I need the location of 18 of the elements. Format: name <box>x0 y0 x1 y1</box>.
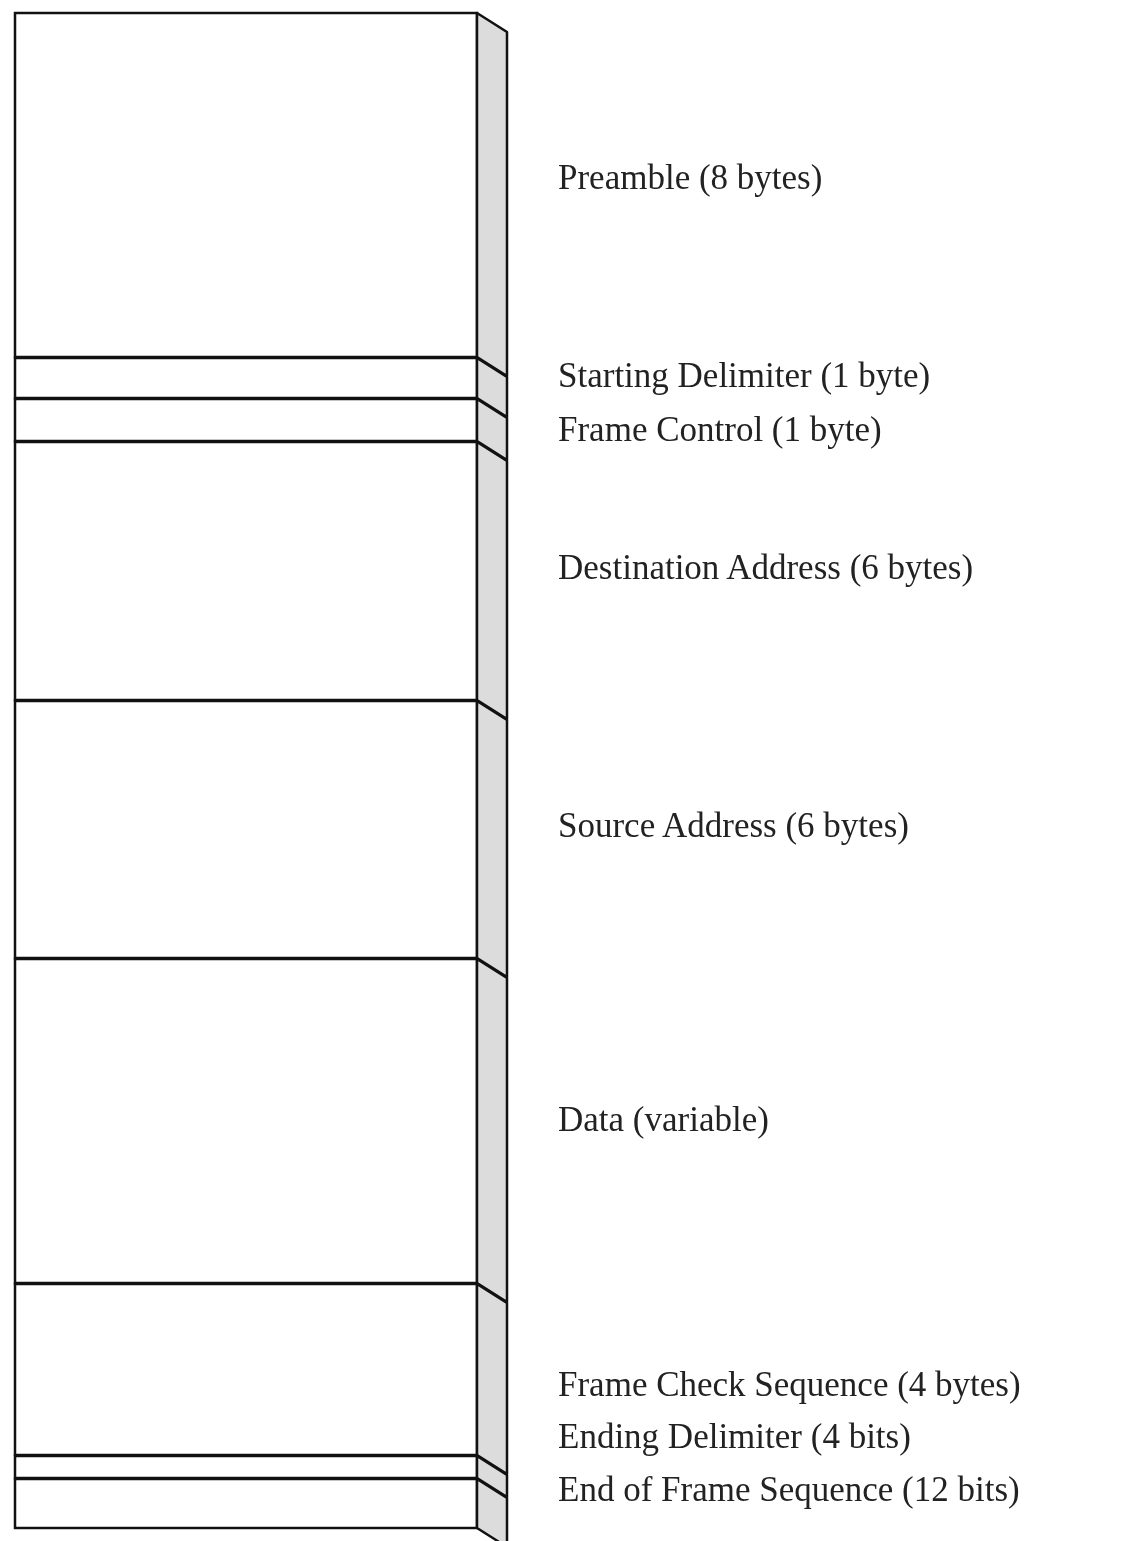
frame-field-block <box>14 958 508 1303</box>
frame-field-block <box>14 12 508 377</box>
field-label: Frame Check Sequence (4 bytes) <box>558 1365 1021 1405</box>
frame-field-block <box>14 1478 508 1541</box>
field-label: Destination Address (6 bytes) <box>558 548 974 588</box>
field-label: Preamble (8 bytes) <box>558 158 823 198</box>
frame-field-block <box>14 700 508 978</box>
field-label: Frame Control (1 byte) <box>558 410 882 450</box>
field-label: Source Address (6 bytes) <box>558 806 909 846</box>
field-label: Data (variable) <box>558 1100 769 1140</box>
frame-field-block <box>14 441 508 720</box>
frame-field-block <box>14 398 508 461</box>
frame-field-block <box>14 1283 508 1475</box>
frame-field-block <box>14 357 508 418</box>
field-label: Ending Delimiter (4 bits) <box>558 1417 911 1457</box>
frame-field-block <box>14 1455 508 1498</box>
field-label: Starting Delimiter (1 byte) <box>558 356 931 396</box>
field-label: End of Frame Sequence (12 bits) <box>558 1470 1020 1510</box>
